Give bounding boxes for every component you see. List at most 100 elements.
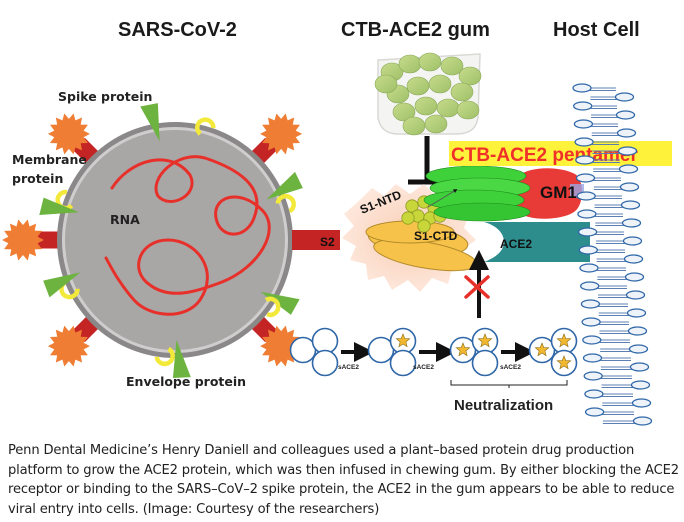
sace2-bead bbox=[311, 349, 339, 377]
membrane-protein-label-line2: protein bbox=[12, 171, 63, 186]
envelope-protein-icon bbox=[264, 296, 281, 318]
lipid-head-icon bbox=[619, 182, 640, 192]
gum-bowl-image bbox=[374, 52, 482, 136]
lipid-pair bbox=[590, 92, 635, 102]
lipid-pair bbox=[579, 263, 626, 273]
lipid-head-icon bbox=[582, 353, 603, 363]
lipid-pair bbox=[594, 200, 641, 210]
membrane-protein-icon bbox=[43, 272, 81, 298]
gm1-label: GM1 bbox=[540, 183, 577, 202]
binding-arrow bbox=[427, 189, 458, 208]
membrane-protein-icon bbox=[39, 197, 79, 216]
lipid-pair bbox=[582, 353, 631, 363]
s2-label: S2 bbox=[320, 235, 335, 249]
lipid-pair bbox=[580, 281, 627, 291]
lipid-head-icon bbox=[628, 344, 649, 354]
lipid-pair bbox=[578, 245, 625, 255]
lipid-pair bbox=[573, 101, 617, 111]
lipid-head-icon bbox=[573, 101, 593, 111]
lipid-pair bbox=[595, 236, 643, 246]
lipid-head-icon bbox=[630, 380, 651, 390]
lipid-head-icon bbox=[575, 155, 595, 165]
ctb-pentamer bbox=[423, 165, 531, 222]
ace2-receptor bbox=[484, 222, 590, 262]
lipid-head-icon bbox=[578, 245, 598, 255]
lipid-head-icon bbox=[624, 272, 645, 282]
lipid-pair bbox=[595, 218, 642, 228]
lipid-pair bbox=[584, 389, 633, 399]
lipid-head-icon bbox=[615, 110, 636, 120]
lipid-pair bbox=[592, 146, 638, 156]
title-host-cell: Host Cell bbox=[553, 19, 640, 41]
ace2-label: ACE2 bbox=[500, 237, 532, 251]
membrane-protein-icon bbox=[172, 339, 191, 378]
gum-piece bbox=[418, 52, 442, 72]
lipid-head-icon bbox=[580, 281, 600, 291]
lipid-head-icon bbox=[584, 407, 605, 417]
sace2-label-1: sACE2 bbox=[338, 364, 359, 371]
spike-protein bbox=[245, 113, 303, 170]
blocked-x-icon bbox=[464, 275, 490, 299]
lipid-head-icon bbox=[629, 362, 650, 372]
gum-piece bbox=[456, 100, 480, 120]
lipid-head-icon bbox=[581, 317, 601, 327]
gum-piece bbox=[424, 114, 448, 134]
lipid-head-icon bbox=[614, 92, 635, 102]
gum-piece bbox=[414, 96, 438, 116]
envelope-protein-icon bbox=[275, 193, 296, 214]
lipid-head-icon bbox=[618, 164, 639, 174]
lipid-head-icon bbox=[576, 191, 596, 201]
lipid-pair bbox=[572, 83, 616, 93]
lipid-pair bbox=[593, 164, 639, 174]
lipid-head-icon bbox=[632, 416, 653, 426]
ace2-gum-diagram: SARS-CoV-2 CTB-ACE2 gum Host Cell RNA S2… bbox=[2, 19, 672, 426]
lipid-pair bbox=[576, 191, 622, 201]
envelope-protein-icon bbox=[154, 346, 175, 367]
lipid-pair bbox=[575, 155, 620, 165]
lipid-head-icon bbox=[625, 290, 646, 300]
envelope-protein-icon bbox=[195, 117, 216, 136]
lipid-pair bbox=[584, 407, 634, 417]
spike-head-icon bbox=[2, 219, 44, 261]
lipid-head-icon bbox=[583, 371, 603, 381]
lipid-pair bbox=[577, 209, 623, 219]
lipid-pair bbox=[596, 254, 644, 264]
lipid-pair bbox=[580, 299, 628, 309]
sace2-label-2: sACE2 bbox=[413, 364, 434, 371]
gum-piece bbox=[458, 66, 482, 86]
lipid-pair bbox=[593, 182, 640, 192]
lipid-head-icon bbox=[617, 146, 638, 156]
lipid-pair bbox=[599, 326, 648, 336]
spike-protein-label: Spike protein bbox=[58, 89, 152, 104]
star-icon bbox=[534, 342, 550, 357]
host-cell-membrane bbox=[572, 83, 653, 426]
star-icon bbox=[556, 355, 572, 370]
lipid-pair bbox=[574, 137, 619, 147]
ntd-ball bbox=[401, 211, 415, 225]
rna-strand bbox=[104, 155, 271, 316]
neutralization-label: Neutralization bbox=[454, 397, 553, 414]
lipid-pair bbox=[598, 290, 646, 300]
spike-head-icon bbox=[47, 113, 90, 155]
lipid-head-icon bbox=[622, 236, 643, 246]
star-icon bbox=[395, 333, 411, 348]
sace2-label-3: sACE2 bbox=[500, 364, 521, 371]
lipid-head-icon bbox=[621, 218, 642, 228]
lipid-head-icon bbox=[577, 209, 597, 219]
lipid-head-icon bbox=[580, 299, 601, 309]
star-icon bbox=[556, 333, 572, 348]
lipid-pair bbox=[573, 119, 618, 129]
s2-stalk bbox=[292, 230, 340, 250]
gum-piece bbox=[436, 98, 460, 118]
membrane-protein-icon bbox=[140, 103, 160, 142]
lipid-pair bbox=[598, 308, 647, 318]
ntd-ball bbox=[405, 199, 419, 213]
lipid-pair bbox=[600, 344, 649, 354]
lipid-head-icon bbox=[626, 308, 647, 318]
spike-head-icon bbox=[260, 113, 303, 155]
lipid-pair bbox=[583, 371, 632, 381]
spike-protein bbox=[47, 310, 105, 367]
gum-piece bbox=[402, 116, 426, 136]
star-icon bbox=[477, 333, 493, 348]
lipid-pair bbox=[602, 416, 653, 426]
